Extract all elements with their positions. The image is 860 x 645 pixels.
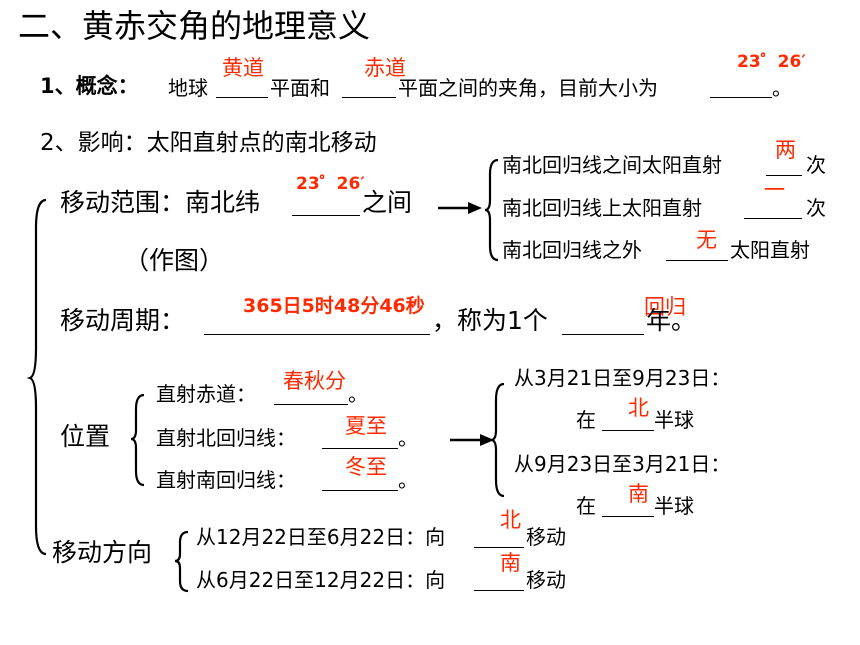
position-right-2-date: 从9月23日至3月21日： xyxy=(514,452,731,476)
range-item-1-answer: 两 xyxy=(775,138,796,162)
period-answer: 365日5时48分46秒 xyxy=(243,295,425,317)
range-item-3-blank xyxy=(666,260,728,261)
range-item-3-after: 太阳直射 xyxy=(730,238,810,262)
direction-item-1-text: 从12月22日至6月22日：向 xyxy=(196,525,446,549)
range-item-1-after: 次 xyxy=(806,153,826,177)
position-arrow-icon xyxy=(450,434,494,446)
period-middle: ，称为1个 xyxy=(432,306,548,335)
concept-text-1: 地球 xyxy=(168,76,208,100)
concept-text-4: 。 xyxy=(772,76,792,100)
concept-blank-1 xyxy=(216,97,268,98)
direction-item-2-text: 从6月22日至12月22日：向 xyxy=(196,568,446,592)
page-title: 二、黄赤交角的地理意义 xyxy=(18,7,371,45)
position-right-1-date: 从3月21日至9月23日： xyxy=(514,366,731,390)
range-note: （作图） xyxy=(124,246,225,275)
position-item-3-blank xyxy=(322,490,398,491)
position-item-2-end: 。 xyxy=(398,426,418,450)
range-label: 移动范围：南北纬 xyxy=(60,188,261,217)
range-item-3-answer: 无 xyxy=(696,228,717,252)
position-right-1-prefix: 在 xyxy=(576,408,596,432)
period-label: 移动周期： xyxy=(60,306,186,335)
direction-label: 移动方向 xyxy=(52,538,153,567)
range-item-3-before: 南北回归线之外 xyxy=(502,238,642,262)
position-item-1-label: 直射赤道： xyxy=(156,382,256,406)
concept-answer-2: 赤道 xyxy=(364,56,406,80)
direction-item-1-blank xyxy=(474,547,524,548)
position-item-3-answer: 冬至 xyxy=(345,455,387,479)
period-answer-2: 回归 xyxy=(644,295,686,319)
position-right-1-blank xyxy=(602,430,654,431)
direction-item-1-suffix: 移动 xyxy=(526,525,566,549)
position-right-2-answer: 南 xyxy=(628,482,649,506)
position-label: 位置 xyxy=(60,422,111,451)
position-right-brace xyxy=(490,382,505,498)
position-right-2-prefix: 在 xyxy=(576,494,596,518)
position-item-2-answer: 夏至 xyxy=(345,414,387,438)
position-item-1-answer: 春秋分 xyxy=(283,369,346,393)
position-item-1-end: 。 xyxy=(348,382,368,406)
direction-item-2-answer: 南 xyxy=(500,551,521,575)
position-item-1-blank xyxy=(274,404,348,405)
range-item-2-answer: 一 xyxy=(764,178,785,202)
direction-brace xyxy=(174,530,189,593)
range-blank xyxy=(292,215,360,216)
influence-label: 2、影响：太阳直射点的南北移动 xyxy=(40,130,377,156)
position-item-2-blank xyxy=(322,448,398,449)
concept-answer-1: 黄道 xyxy=(222,56,264,80)
period-blank-1 xyxy=(204,334,430,335)
position-right-2-suffix: 半球 xyxy=(654,494,694,518)
range-item-1-before: 南北回归线之间太阳直射 xyxy=(502,153,722,177)
position-right-2-blank xyxy=(602,516,654,517)
position-brace xyxy=(130,393,145,487)
range-item-1-blank xyxy=(766,175,802,176)
position-item-2-label: 直射北回归线： xyxy=(156,426,296,450)
main-left-brace xyxy=(26,198,47,556)
position-item-3-end: 。 xyxy=(398,468,418,492)
concept-text-2: 平面和 xyxy=(270,76,330,100)
concept-label: 1、概念： xyxy=(40,74,139,98)
range-arrow-icon xyxy=(438,202,482,214)
position-item-3-label: 直射南回归线： xyxy=(156,468,296,492)
position-right-1-suffix: 半球 xyxy=(654,408,694,432)
range-answer: 23゜26′ xyxy=(296,174,365,194)
direction-item-2-suffix: 移动 xyxy=(526,568,566,592)
period-blank-2 xyxy=(562,334,644,335)
period-suffix: 年。 xyxy=(646,306,697,335)
range-sub-brace xyxy=(484,158,499,262)
range-item-2-blank xyxy=(744,218,802,219)
position-right-1-answer: 北 xyxy=(628,396,649,420)
concept-blank-2 xyxy=(342,97,396,98)
range-suffix: 之间 xyxy=(362,188,413,217)
concept-answer-3: 23゜26′ xyxy=(737,52,806,72)
direction-item-2-blank xyxy=(474,590,524,591)
range-item-2-after: 次 xyxy=(806,196,826,220)
concept-blank-3 xyxy=(710,97,772,98)
range-item-2-before: 南北回归线上太阳直射 xyxy=(502,196,702,220)
concept-text-3: 平面之间的夹角，目前大小为 xyxy=(398,76,658,100)
direction-item-1-answer: 北 xyxy=(500,508,521,532)
